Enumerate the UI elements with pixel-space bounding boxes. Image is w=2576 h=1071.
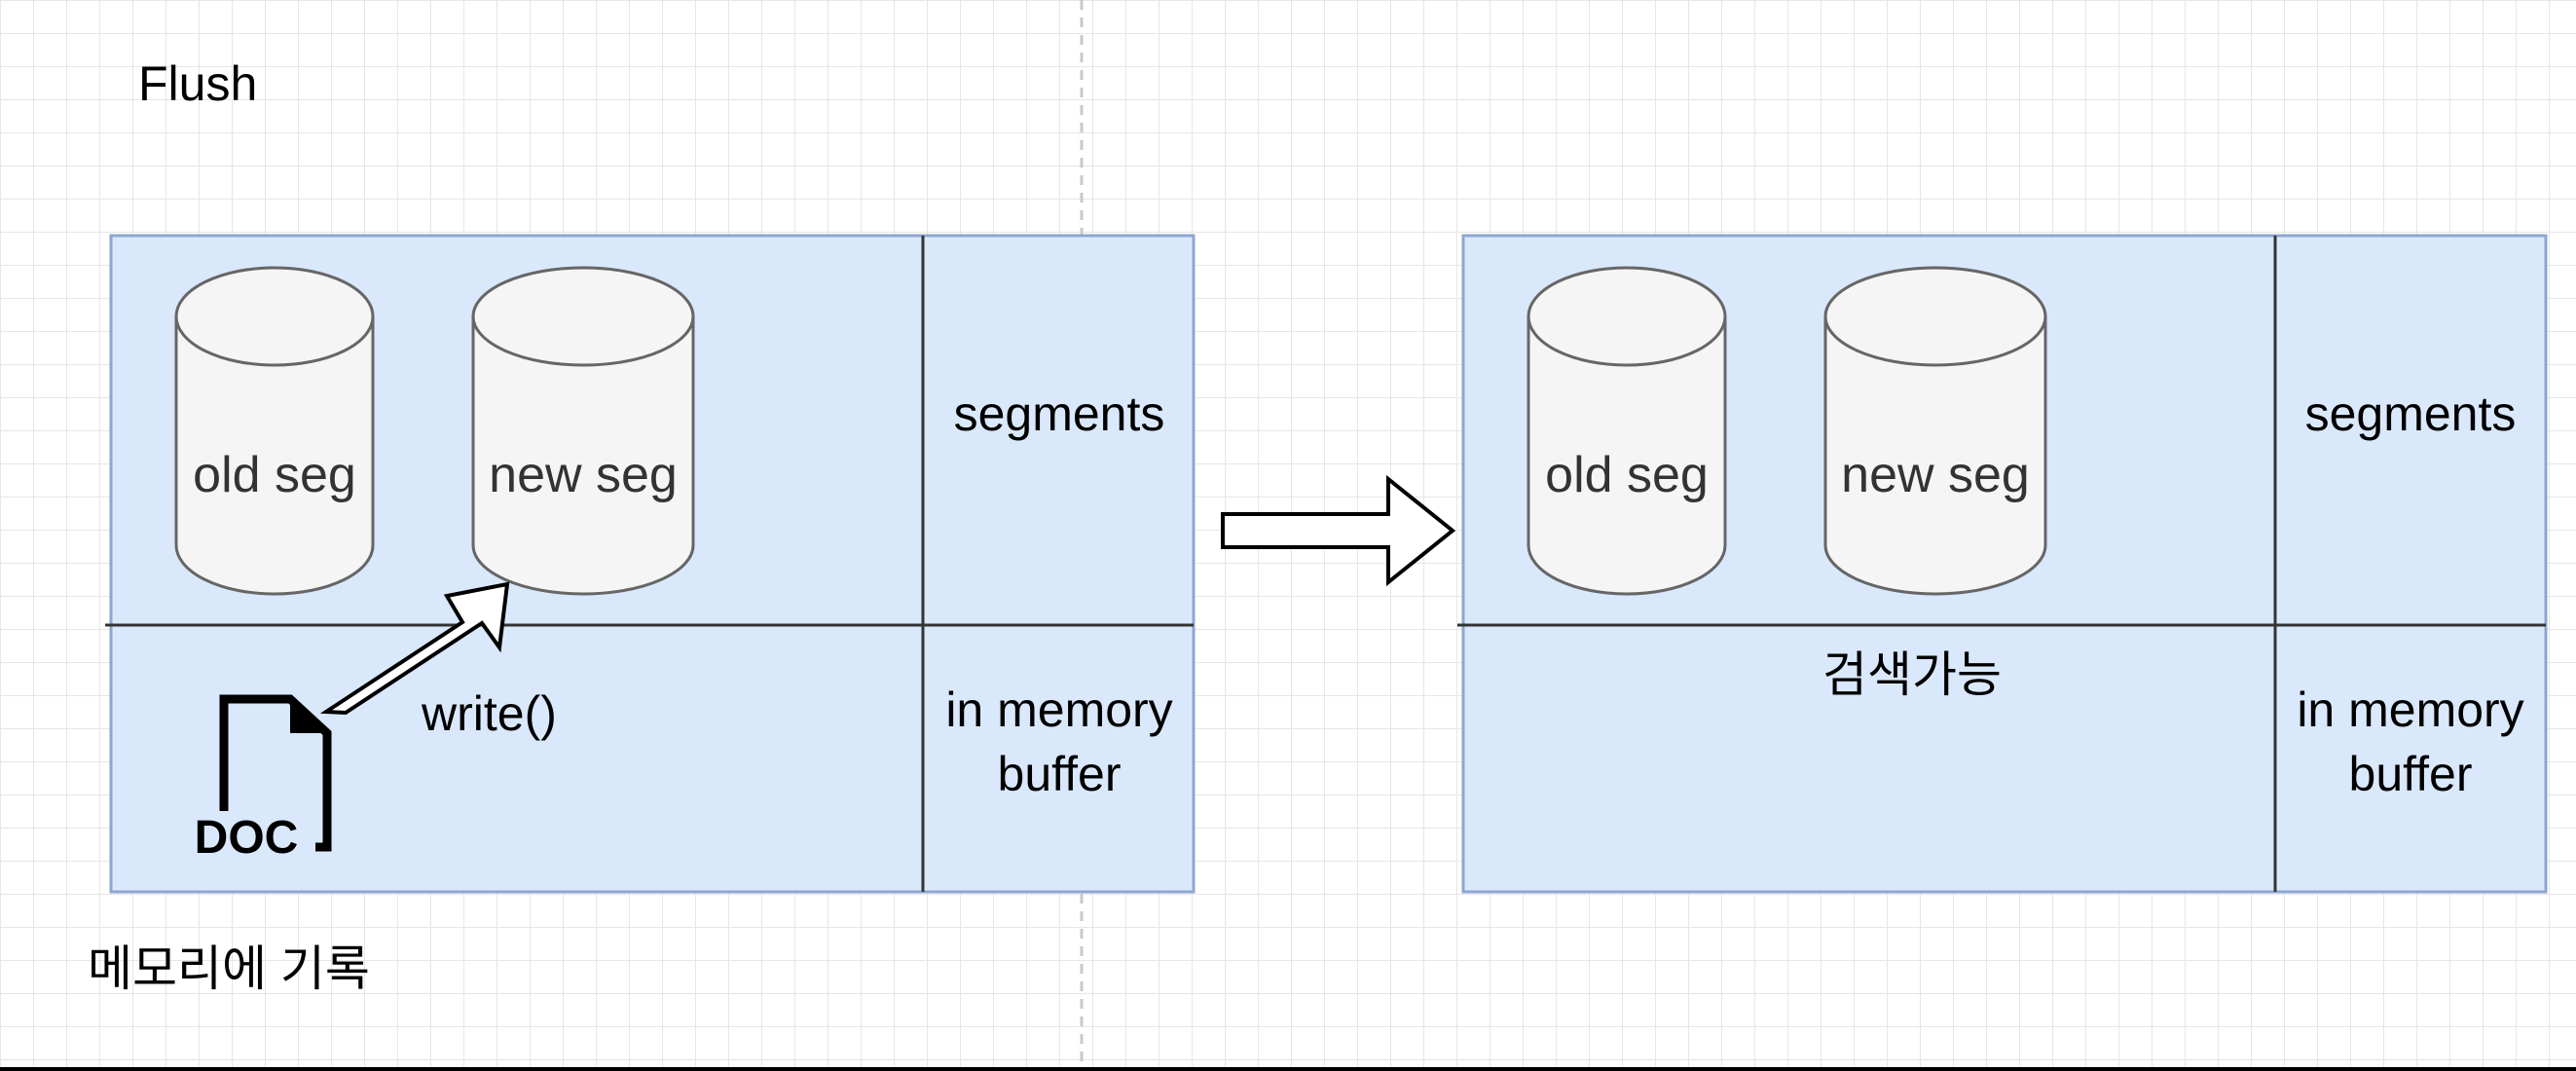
left-panel: old seg new seg write() DOC segments in … — [105, 234, 1196, 894]
right-new-seg-cylinder: new seg — [1823, 266, 2047, 596]
flush-arrow — [1221, 474, 1456, 587]
right-buffer-label-line2: buffer — [2349, 747, 2473, 801]
left-segments-label: segments — [954, 387, 1165, 441]
left-new-seg-cylinder: new seg — [471, 266, 695, 596]
doc-label: DOC — [195, 812, 299, 864]
left-buffer-label-line2: buffer — [998, 747, 1122, 801]
bottom-border — [0, 1067, 2576, 1071]
right-old-seg-label: old seg — [1545, 447, 1709, 503]
left-new-seg-label: new seg — [489, 447, 678, 503]
right-new-seg-label: new seg — [1841, 447, 2030, 503]
left-old-seg-label: old seg — [193, 447, 356, 503]
right-segments-label: segments — [2305, 387, 2517, 441]
right-panel: old seg new seg 검색가능 segments in memory … — [1457, 234, 2548, 894]
left-old-seg-cylinder: old seg — [174, 266, 375, 596]
write-label: write() — [421, 686, 557, 741]
searchable-label: 검색가능 — [1822, 647, 2002, 702]
document-icon: DOC — [195, 694, 332, 864]
right-buffer-label-line1: in memory — [2297, 683, 2523, 737]
left-buffer-label-line1: in memory — [945, 683, 1172, 737]
right-old-seg-cylinder: old seg — [1527, 266, 1727, 596]
caption-label: 메모리에 기록 — [88, 942, 370, 996]
diagram-title: Flush — [138, 56, 257, 111]
write-arrow — [319, 581, 510, 716]
